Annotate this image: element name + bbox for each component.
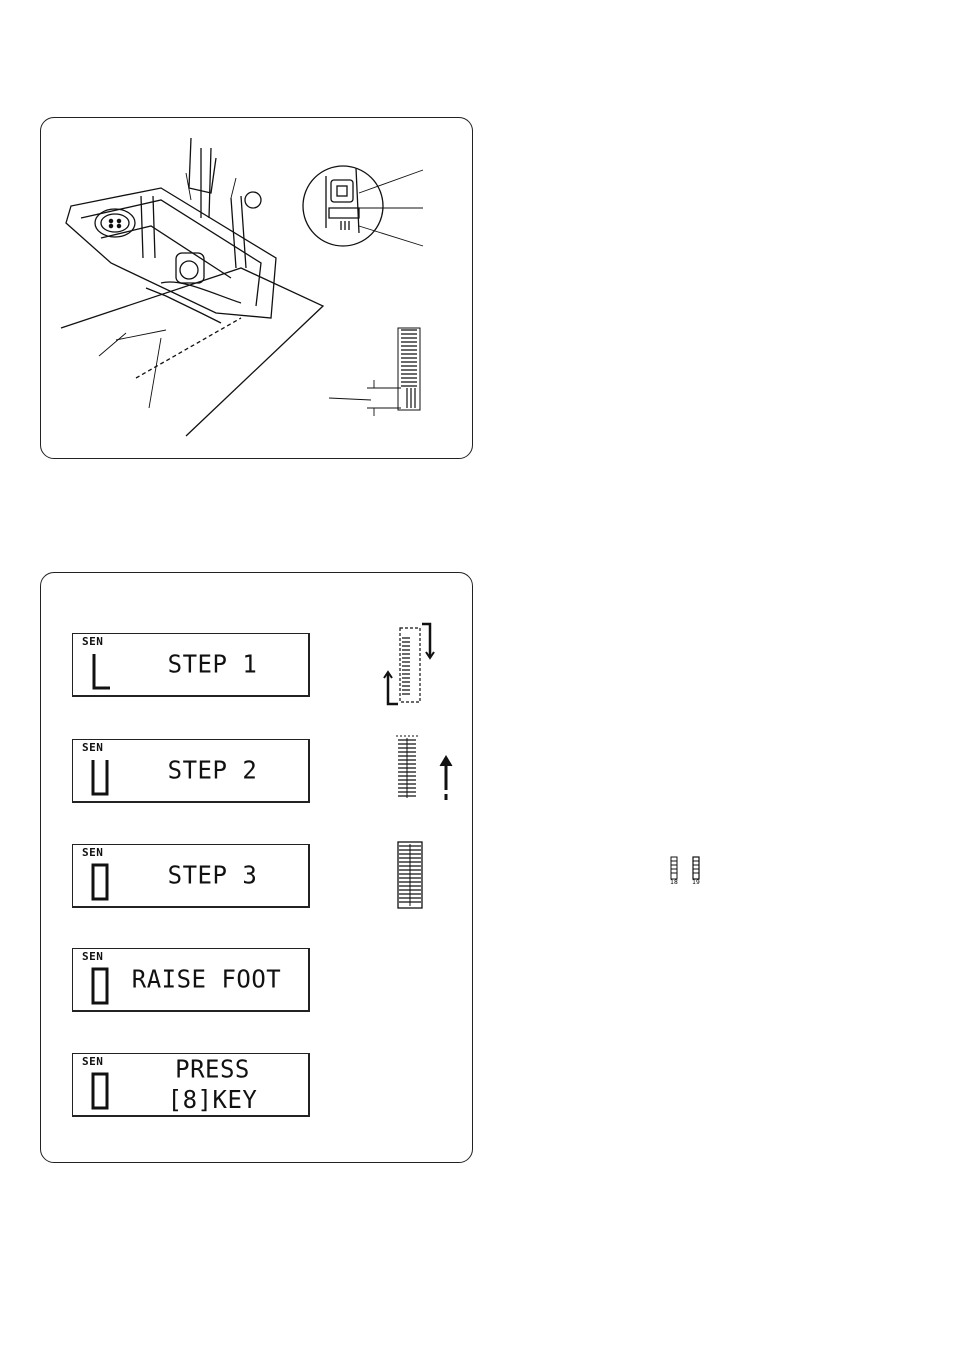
step-2-stitch-diagram [388, 732, 458, 804]
pattern-label-18: 18 [670, 879, 678, 886]
buttonhole-foot-illustration [41, 118, 474, 460]
mode-glyph-box-icon [86, 863, 116, 903]
lcd-message-line2: [8]KEY [168, 1085, 258, 1115]
sensor-indicator: SEN [82, 1055, 103, 1068]
lcd-message-line1: RAISE FOOT [132, 964, 282, 994]
sensor-indicator: SEN [82, 741, 103, 754]
magnified-inset [303, 166, 423, 246]
figure-panel-buttonhole-foot [40, 117, 473, 459]
mode-glyph-u-icon [86, 758, 116, 798]
pattern-label-19: 19 [692, 879, 700, 886]
lcd-message-line1: STEP 1 [168, 649, 258, 679]
fabric-outline [61, 268, 323, 436]
step-1-stitch-diagram [380, 618, 440, 708]
lcd-screen-step-2: SEN STEP 2 [72, 739, 310, 803]
lcd-screen-press-key: SEN PRESS [8]KEY [72, 1053, 310, 1117]
mode-glyph-box-icon [86, 1072, 116, 1112]
mode-glyph-l-icon [86, 652, 116, 692]
sensor-indicator: SEN [82, 635, 103, 648]
step-3-stitch-diagram [394, 840, 434, 912]
mode-glyph-box-icon [86, 967, 116, 1007]
buttonhole-pattern-icons: 18 19 [668, 855, 708, 885]
sensor-indicator: SEN [82, 846, 103, 859]
lcd-message-line1: STEP 2 [168, 755, 258, 785]
stitch-guide-line [136, 318, 241, 378]
sensor-indicator: SEN [82, 950, 103, 963]
lcd-message-line1: STEP 3 [168, 860, 258, 890]
lcd-screen-step-3: SEN STEP 3 [72, 844, 310, 908]
lcd-screen-raise-foot: SEN RAISE FOOT [72, 948, 310, 1012]
lcd-screen-step-1: SEN STEP 1 [72, 633, 310, 697]
buttonhole-stitch-sample [329, 328, 420, 416]
lcd-message-line1: PRESS [175, 1054, 250, 1084]
